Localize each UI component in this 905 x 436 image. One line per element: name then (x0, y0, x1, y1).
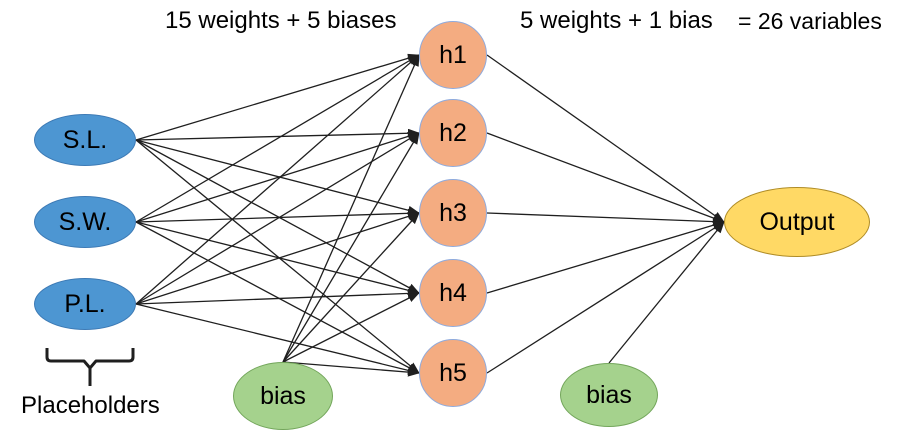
node-hidden-h4: h4 (419, 259, 487, 327)
edge-sl-h2 (135, 128, 420, 141)
edge-pl-h1 (135, 54, 420, 305)
node-bias-output: bias (560, 363, 658, 427)
edge-sl-h1 (135, 53, 420, 141)
placeholders-brace (45, 348, 135, 386)
node-input-sl: S.L. (34, 114, 136, 166)
edge-sw-h2 (135, 132, 420, 223)
edge-bias_hidden-h2 (282, 132, 420, 363)
hidden-layer-note: 15 weights + 5 biases (165, 7, 397, 34)
output-layer-note: 5 weights + 1 bias (520, 7, 713, 34)
node-label: bias (586, 380, 632, 409)
edge-pl-h2 (135, 132, 420, 305)
edge-pl-h4 (135, 288, 420, 305)
edge-h5-output (486, 221, 725, 374)
node-hidden-h3: h3 (419, 179, 487, 247)
edge-sw-h4 (135, 221, 420, 295)
node-label: P.L. (64, 289, 106, 318)
edge-bias_hidden-h1 (282, 54, 420, 363)
node-label: S.L. (62, 125, 108, 154)
node-label: h3 (439, 198, 467, 227)
edge-sw-h1 (135, 54, 420, 223)
node-input-pl: P.L. (34, 278, 136, 330)
edge-sl-h5 (135, 139, 420, 374)
total-variables-note: = 26 variables (738, 8, 882, 34)
node-label: h2 (439, 118, 467, 147)
node-label: h5 (439, 358, 467, 387)
edge-pl-h3 (135, 212, 420, 305)
node-label: bias (260, 381, 306, 410)
node-hidden-h5: h5 (419, 339, 487, 407)
placeholders-label: Placeholders (21, 392, 160, 419)
node-label: h1 (439, 40, 467, 69)
edge-bias_output-output (608, 221, 725, 364)
edge-sw-h3 (135, 208, 420, 223)
node-hidden-h2: h2 (419, 99, 487, 167)
edge-h2-output (486, 132, 725, 223)
edge-sw-h5 (135, 221, 420, 374)
edge-bias_hidden-h3 (282, 212, 420, 363)
edge-h4-output (486, 220, 725, 294)
node-label: S.W. (58, 207, 112, 236)
edge-h3-output (486, 212, 725, 227)
node-input-sw: S.W. (34, 196, 136, 248)
node-bias-hidden: bias (233, 362, 333, 430)
edge-sl-h3 (135, 139, 420, 215)
edge-bias_hidden-h4 (282, 292, 420, 363)
node-output: Output (724, 187, 870, 257)
node-label: Output (759, 207, 835, 236)
node-label: h4 (439, 278, 467, 307)
edge-h1-output (486, 54, 725, 223)
node-hidden-h1: h1 (419, 21, 487, 89)
edge-sl-h4 (135, 139, 420, 294)
